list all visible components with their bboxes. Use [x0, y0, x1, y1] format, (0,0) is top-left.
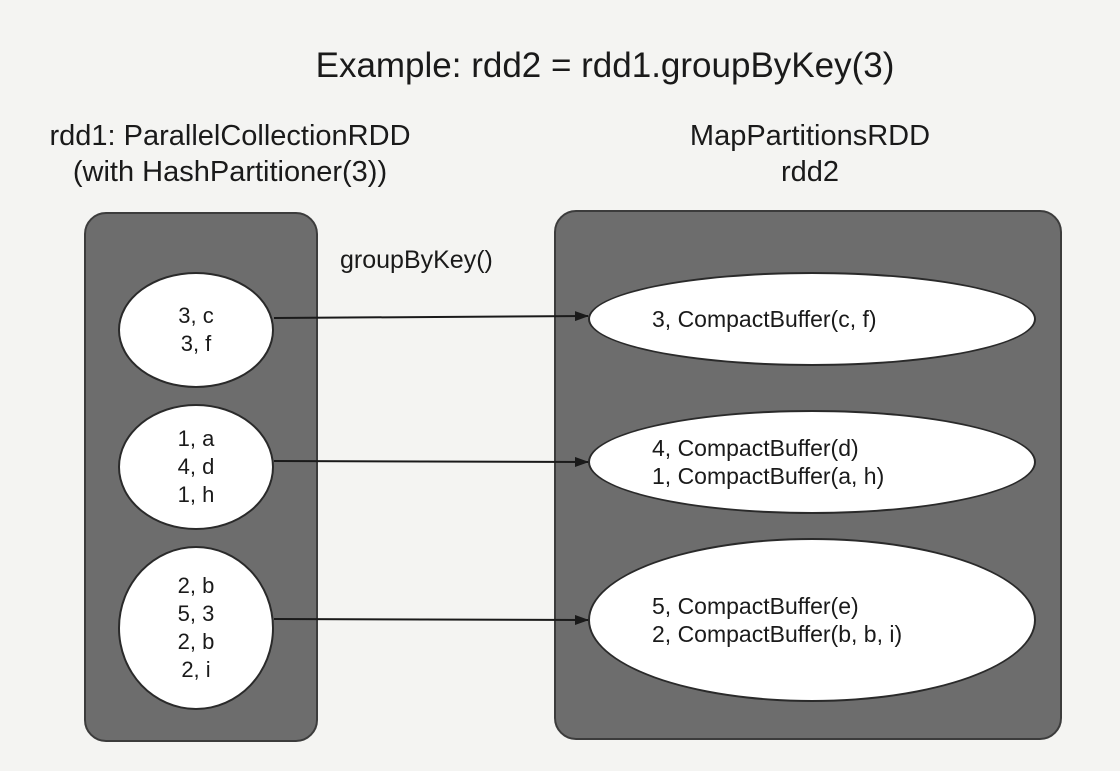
target-partition-2: 5, CompactBuffer(e) 2, CompactBuffer(b, …	[588, 538, 1036, 702]
record: 1, CompactBuffer(a, h)	[652, 463, 885, 489]
record: 5, 3	[177, 601, 215, 626]
target-rdd-type: MapPartitionsRDD	[689, 120, 931, 152]
operation-label: groupByKey()	[340, 246, 493, 274]
record: 2, b	[177, 629, 215, 654]
record: 5, CompactBuffer(e)	[652, 593, 859, 619]
arrow-partition-2	[273, 614, 589, 625]
record: 3, c	[178, 303, 214, 328]
record: 1, h	[177, 482, 215, 507]
record: 4, d	[177, 454, 215, 479]
target-rdd-heading: MapPartitionsRDD rdd2	[590, 118, 1030, 190]
source-rdd-heading: rdd1: ParallelCollectionRDD (with HashPa…	[10, 118, 450, 190]
record: 2, CompactBuffer(b, b, i)	[652, 621, 903, 647]
record: 1, a	[177, 426, 215, 451]
record: 2, b	[177, 573, 215, 598]
target-partition-1: 4, CompactBuffer(d) 1, CompactBuffer(a, …	[588, 410, 1036, 514]
source-rdd-name: rdd1: ParallelCollectionRDD	[49, 120, 411, 152]
diagram-title: Example: rdd2 = rdd1.groupByKey(3)	[315, 46, 895, 85]
record: 3, f	[180, 331, 212, 356]
source-rdd-partitioner: (with HashPartitioner(3))	[72, 156, 388, 188]
source-partition-1: 1, a 4, d 1, h	[118, 404, 274, 530]
record: 4, CompactBuffer(d)	[652, 435, 859, 461]
record: 3, CompactBuffer(c, f)	[652, 306, 877, 332]
arrow-partition-0	[273, 311, 589, 322]
target-rdd-name: rdd2	[780, 156, 840, 188]
target-partition-0: 3, CompactBuffer(c, f)	[588, 272, 1036, 366]
record: 2, i	[181, 657, 211, 682]
source-partition-0: 3, c 3, f	[118, 272, 274, 388]
source-partition-2: 2, b 5, 3 2, b 2, i	[118, 546, 274, 710]
arrow-partition-1	[273, 456, 589, 467]
